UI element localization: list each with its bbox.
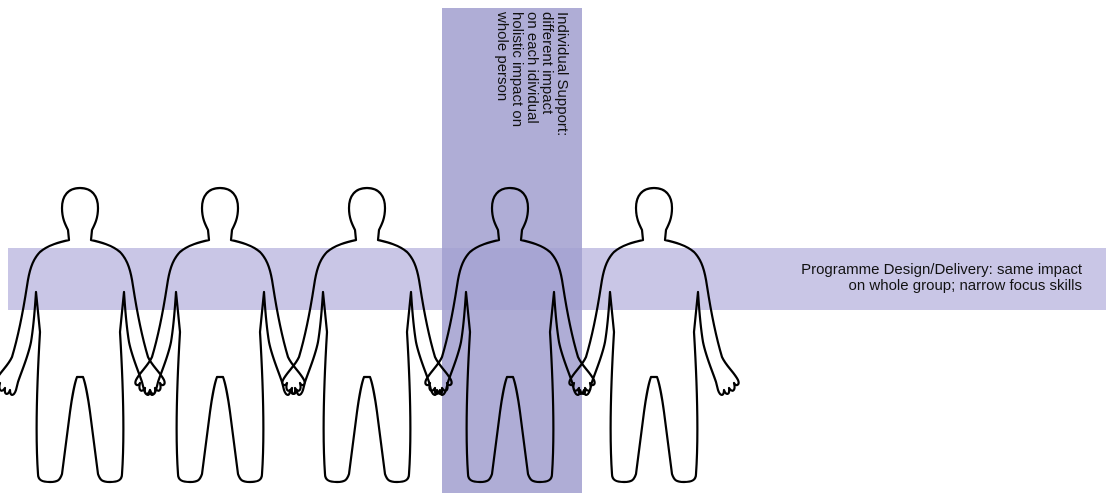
person-figure-3	[281, 186, 453, 484]
person-figure-2	[134, 186, 306, 484]
individual-support-line-1: Individual Support:	[554, 12, 571, 137]
person-figure-5	[568, 186, 740, 484]
programme-design-line-1: Programme Design/Delivery: same impact	[801, 261, 1082, 278]
individual-support-line-5: whole person	[494, 12, 511, 102]
person-figure-1	[0, 186, 166, 484]
individual-support-line-3: on each idividual	[524, 12, 541, 124]
individual-band	[442, 8, 582, 493]
programme-design-label: Programme Design/Delivery: same impact o…	[662, 262, 1082, 294]
individual-support-line-4: holistic impact on	[509, 12, 526, 128]
individual-support-line-2: different impact	[539, 12, 556, 115]
individual-support-label: Individual Support: different impact on …	[442, 12, 582, 162]
programme-design-line-2: on whole group; narrow focus skills	[848, 277, 1082, 294]
